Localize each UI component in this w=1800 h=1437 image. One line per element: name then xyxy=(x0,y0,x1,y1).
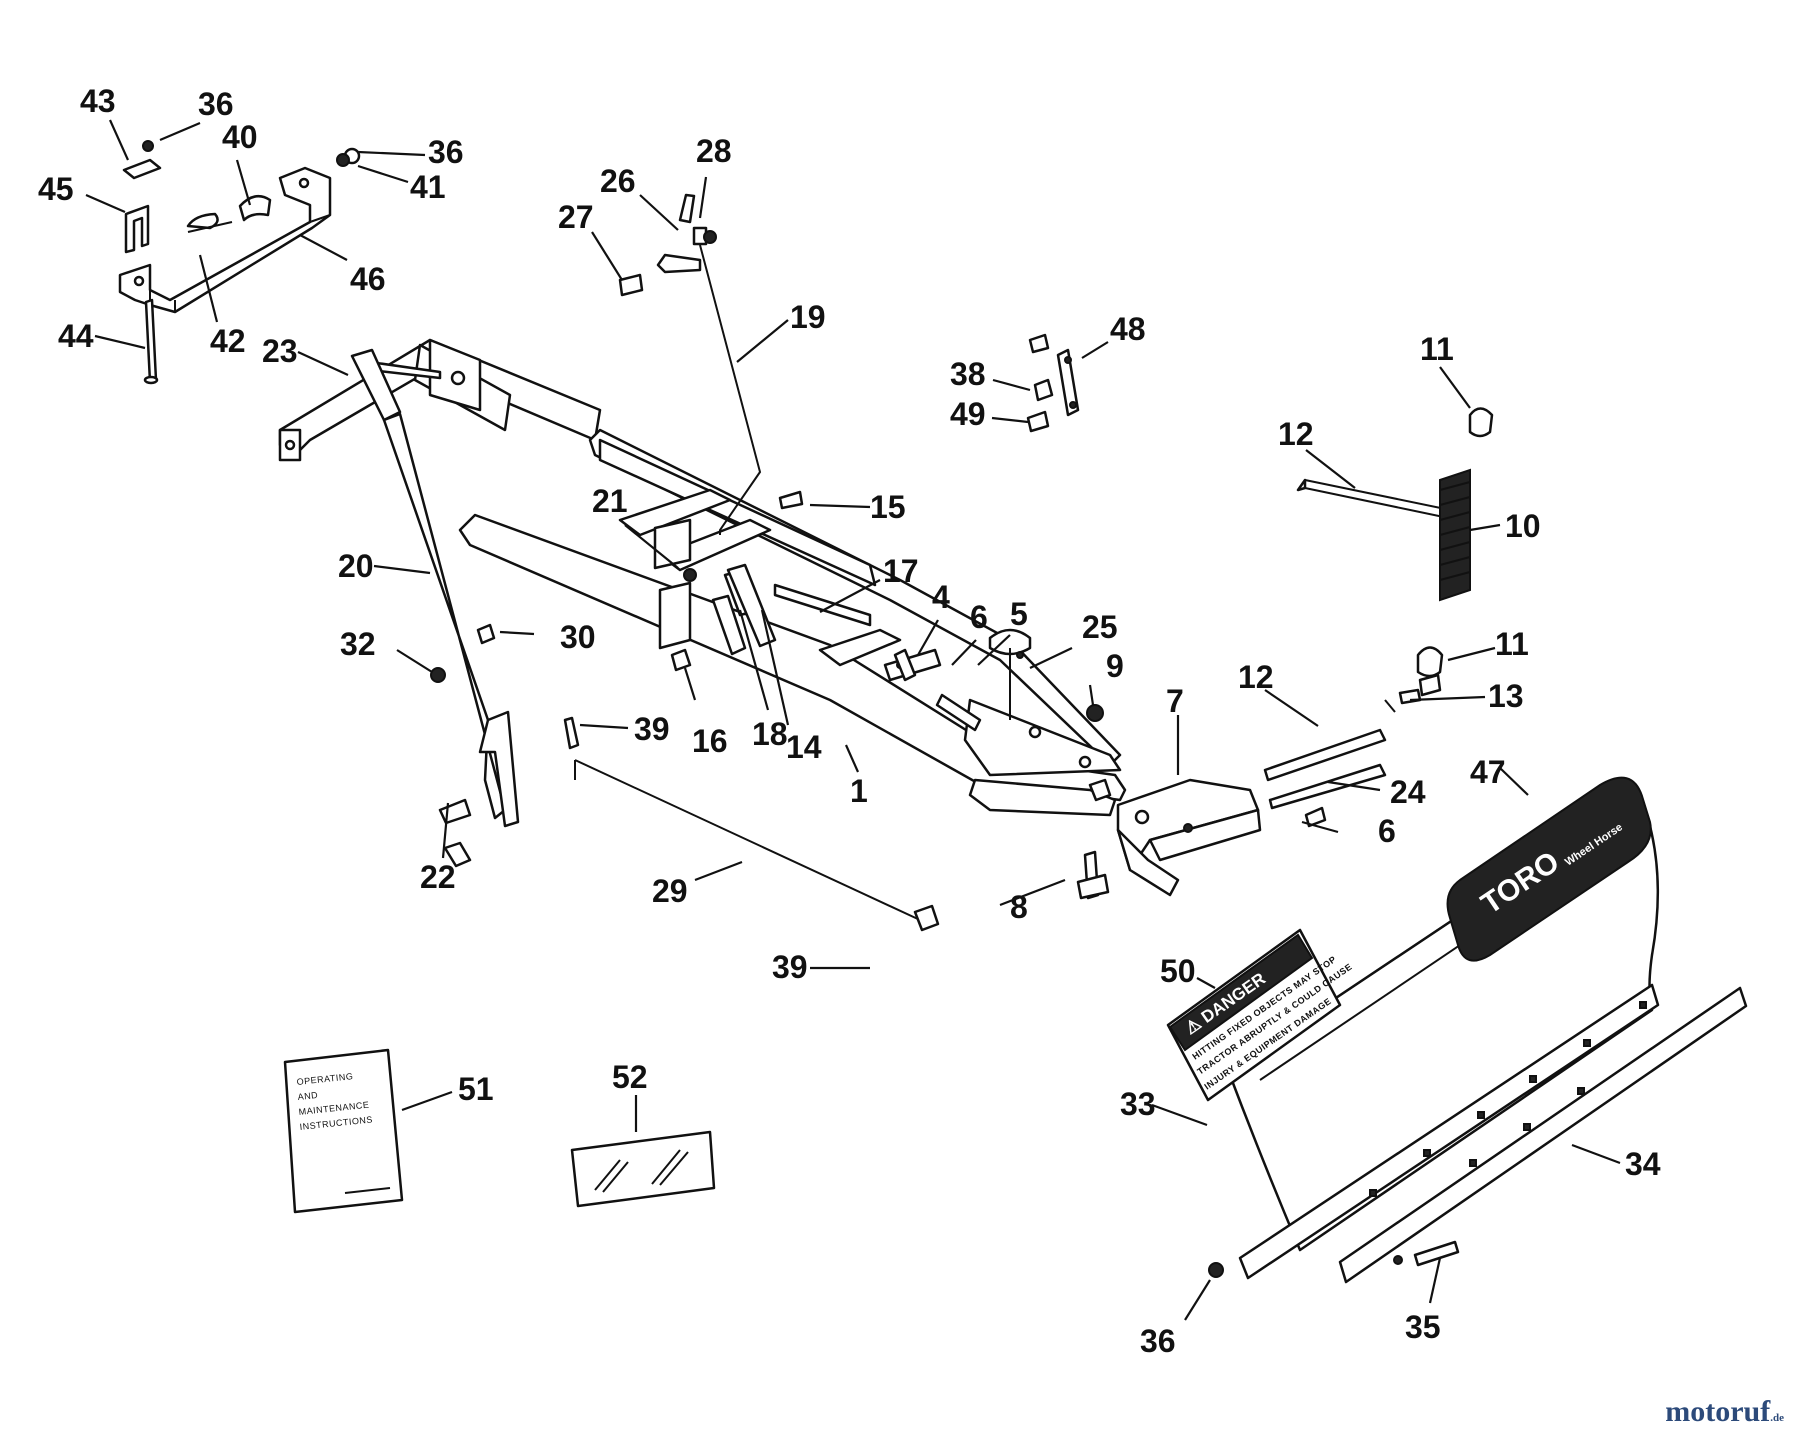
callout-9: 9 xyxy=(1106,648,1124,684)
push-frame xyxy=(278,338,1127,817)
callout-49: 49 xyxy=(950,396,986,432)
callout-32: 32 xyxy=(340,626,376,662)
callout-11: 11 xyxy=(1420,331,1454,367)
callout-42: 42 xyxy=(210,323,246,359)
callout-15: 15 xyxy=(870,489,906,525)
callout-41: 41 xyxy=(410,169,446,205)
callout-38: 38 xyxy=(950,356,986,392)
frame-hardware xyxy=(430,490,1112,825)
callout-33: 33 xyxy=(1120,1086,1156,1122)
callout-28: 28 xyxy=(696,133,732,169)
callout-43: 43 xyxy=(80,83,116,119)
callout-12: 12 xyxy=(1278,416,1314,452)
link-assembly xyxy=(1026,333,1080,433)
callout-21: 21 xyxy=(592,483,628,519)
callout-30: 30 xyxy=(560,619,596,655)
callout-36b: 36 xyxy=(428,134,464,170)
callout-50: 50 xyxy=(1160,953,1196,989)
lift-handle xyxy=(350,348,520,868)
callout-25: 25 xyxy=(1082,609,1118,645)
callout-14: 14 xyxy=(786,729,822,765)
callout-24: 24 xyxy=(1390,774,1426,810)
mirror-decal-52 xyxy=(570,1130,716,1208)
callout-1: 1 xyxy=(850,773,868,809)
callout-6b: 6 xyxy=(1378,813,1396,849)
callout-22: 22 xyxy=(420,859,456,895)
callout-52: 52 xyxy=(612,1059,648,1095)
callout-29: 29 xyxy=(652,873,688,909)
callout-8: 8 xyxy=(1010,889,1028,925)
callout-39a: 39 xyxy=(634,711,670,747)
callout-36c: 36 xyxy=(1140,1323,1176,1359)
callout-6: 6 xyxy=(970,599,988,635)
callout-16: 16 xyxy=(692,723,728,759)
callout-51: 51 xyxy=(458,1071,494,1107)
callout-19: 19 xyxy=(790,299,826,335)
callout-23: 23 xyxy=(262,333,298,369)
link-rod-29 xyxy=(563,716,940,932)
callout-48: 48 xyxy=(1110,311,1146,347)
manual-line2: AND xyxy=(297,1090,318,1102)
callout-47: 47 xyxy=(1470,754,1506,790)
watermark-logo: motoruf.de xyxy=(1665,1395,1784,1429)
callout-35: 35 xyxy=(1405,1309,1441,1345)
lift-rod-19 xyxy=(618,193,762,535)
callout-39b: 39 xyxy=(772,949,808,985)
callout-45: 45 xyxy=(38,171,74,207)
callout-11b: 11 xyxy=(1495,626,1529,662)
callout-36a: 36 xyxy=(198,86,234,122)
callout-12b: 12 xyxy=(1238,659,1274,695)
callout-10: 10 xyxy=(1505,508,1541,544)
mounting-bracket-assembly xyxy=(118,140,361,385)
callout-26: 26 xyxy=(600,163,636,199)
spring-assembly xyxy=(1263,407,1494,828)
watermark-suffix: .de xyxy=(1770,1412,1784,1424)
callout-17: 17 xyxy=(883,553,919,589)
callout-numbers: 1 4 5 6 6 7 8 9 10 11 11 12 12 13 14 15 … xyxy=(38,83,1661,1359)
callout-34: 34 xyxy=(1625,1146,1661,1182)
callout-20: 20 xyxy=(338,548,374,584)
swivel-bracket xyxy=(1076,778,1262,900)
operating-manual: OPERATING AND MAINTENANCE INSTRUCTIONS xyxy=(283,1048,404,1214)
callout-40: 40 xyxy=(222,119,258,155)
leader-lines xyxy=(85,119,1621,1321)
callout-18: 18 xyxy=(752,716,788,752)
callout-13: 13 xyxy=(1488,678,1524,714)
callout-27: 27 xyxy=(558,199,594,235)
callout-44: 44 xyxy=(58,318,94,354)
watermark-name: motoruf xyxy=(1665,1395,1771,1428)
callout-7: 7 xyxy=(1166,683,1184,719)
callout-46: 46 xyxy=(350,261,386,297)
callout-5: 5 xyxy=(1010,596,1028,632)
callout-4: 4 xyxy=(932,579,950,615)
